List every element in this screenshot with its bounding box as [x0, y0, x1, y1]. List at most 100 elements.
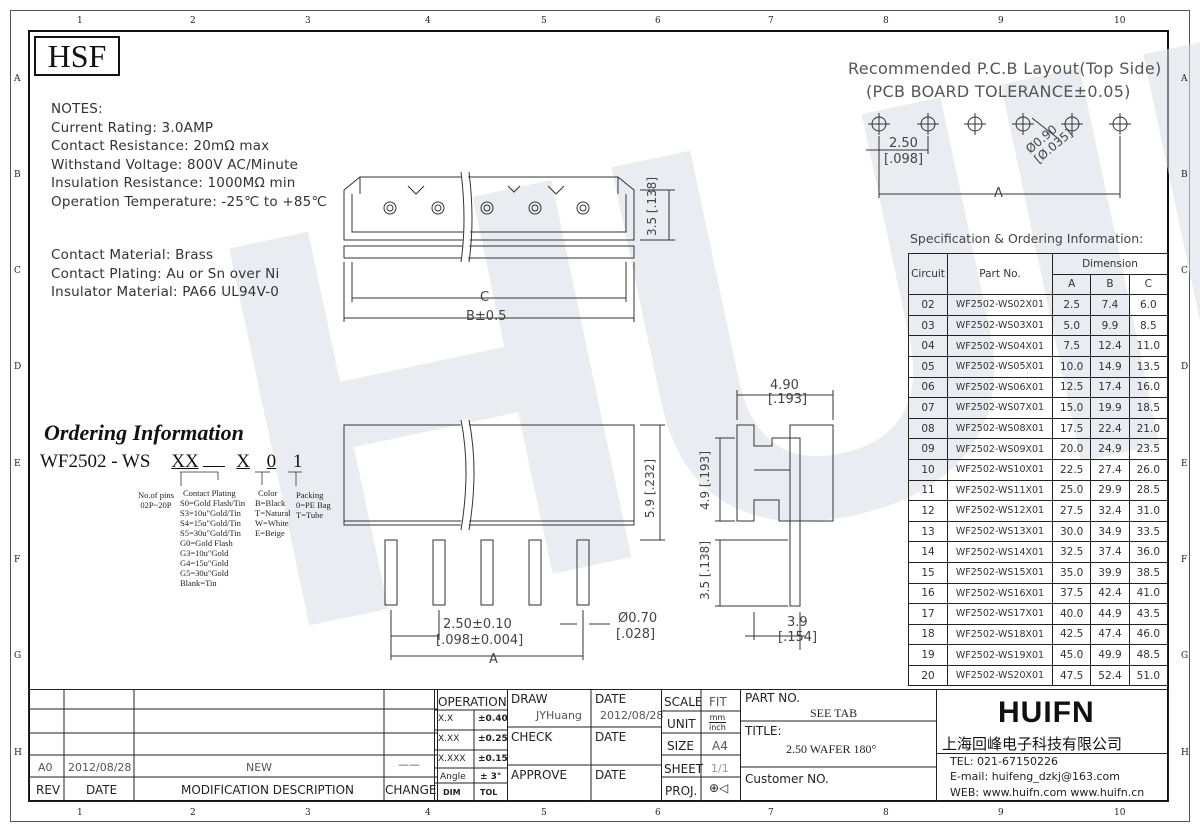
tol-val: ±0.25	[478, 734, 508, 744]
side-pin-h-inch: [.138]	[698, 540, 712, 578]
spec-part-no: WF2502-WS03X01	[947, 314, 1053, 337]
grid-col-label: 7	[768, 808, 774, 818]
grid-col-label: 2	[190, 16, 196, 26]
material-line: Contact Plating: Au or Sn over Ni	[51, 265, 280, 282]
side-foot-inch: [.154]	[778, 630, 818, 645]
spec-dim-b: 29.9	[1090, 479, 1130, 502]
company-name: 上海回峰电子科技有限公司	[942, 735, 1123, 753]
color-item: B=Black	[255, 498, 286, 508]
spec-dim-a: 2.5	[1051, 294, 1092, 316]
spec-dim-b: 9.9	[1090, 314, 1130, 337]
rev-change-value: ——	[398, 758, 420, 771]
grid-col-label: 10	[1114, 808, 1126, 818]
top-height-inch: [.138]	[645, 176, 659, 214]
unit-label: UNIT	[667, 717, 696, 731]
spec-header-dimension: Dimension	[1052, 253, 1168, 275]
ordering-prefix: WF2502 - WS	[40, 451, 151, 472]
hsf-logo: HSF	[34, 36, 120, 76]
revision-region	[28, 689, 438, 802]
grid-row-label: C	[1181, 266, 1188, 276]
pcb-layout-title: Recommended P.C.B Layout(Top Side)	[848, 59, 1162, 78]
notes-block: NOTES: Current Rating: 3.0AMP Contact Re…	[51, 100, 327, 212]
spec-part-no: WF2502-WS04X01	[947, 335, 1053, 357]
spec-circuit: 02	[908, 294, 948, 316]
plating-item: G5=30u"Gold	[180, 568, 229, 578]
grid-col-label: 3	[305, 808, 311, 818]
desc-header: MODIFICATION DESCRIPTION	[181, 783, 355, 797]
spec-dim-a: 25.0	[1051, 479, 1092, 502]
grid-row-label: D	[14, 362, 22, 372]
ordering-1: 1	[292, 451, 303, 472]
spec-circuit: 18	[908, 623, 948, 646]
spec-dim-c: 18.5	[1128, 397, 1169, 419]
spec-dim-c: 46.0	[1128, 623, 1169, 646]
pins-range: 02P~20P	[140, 500, 172, 510]
plating-item: Blank=Tin	[180, 578, 217, 588]
front-height-val: 5.9	[643, 498, 657, 518]
note-line: Withstand Voltage: 800V AC/Minute	[51, 156, 299, 173]
top-dim-b: B±0.5	[466, 309, 507, 324]
spec-part-no: WF2502-WS15X01	[947, 561, 1053, 584]
spec-dim-b: 39.9	[1090, 561, 1130, 584]
note-line: Contact Resistance: 20mΩ max	[51, 138, 270, 155]
ordering-plating: Contact Plating S0=Gold Flash/Tin S3=10u…	[180, 488, 245, 588]
spec-circuit: 12	[908, 500, 948, 522]
grid-col-label: 8	[883, 16, 889, 26]
spec-dim-a: 12.5	[1051, 376, 1092, 399]
spec-circuit: 07	[908, 397, 948, 419]
proj-label: PROJ.	[665, 784, 698, 798]
spec-dim-c: 26.0	[1128, 458, 1169, 481]
tol-val: ±0.40	[478, 714, 508, 724]
plating-item: S3=10u"Gold/Tin	[180, 508, 241, 518]
draw-date-label: DATE	[595, 692, 627, 706]
company-email: E-mail: huifeng_dzkj@163.com	[950, 770, 1120, 783]
spec-circuit: 10	[908, 458, 948, 481]
spec-dim-b: 44.9	[1090, 603, 1130, 625]
pcb-pitch-inch: [.098]	[884, 152, 924, 167]
company-region	[936, 689, 1169, 802]
rev-value: A0	[38, 761, 53, 774]
grid-row-label: D	[1181, 362, 1189, 372]
side-pin-h-val: 3.5	[698, 580, 712, 600]
spec-dim-a: 17.5	[1051, 417, 1092, 440]
front-pitch-inch: [.098±0.004]	[436, 633, 524, 648]
grid-col-label: 2	[190, 808, 196, 818]
spec-dim-c: 43.5	[1128, 603, 1169, 625]
ordering-x: X	[236, 451, 250, 472]
spec-part-no: WF2502-WS05X01	[947, 355, 1053, 378]
tol-label: TOL	[480, 788, 498, 797]
spec-dim-c: 6.0	[1128, 294, 1169, 316]
spec-part-no: WF2502-WS07X01	[947, 397, 1053, 419]
grid-row-label: A	[1181, 74, 1188, 84]
spec-header-c: C	[1128, 273, 1169, 296]
front-dim-a: A	[489, 652, 498, 667]
spec-dim-c: 33.5	[1128, 520, 1169, 543]
spec-dim-b: 17.4	[1090, 376, 1130, 399]
operation-label: OPERATION	[438, 695, 507, 709]
spec-dim-b: 7.4	[1090, 294, 1130, 316]
unit-value: mm inch	[709, 713, 726, 732]
title-label: TITLE:	[745, 724, 782, 738]
top-height-val: 3.5	[645, 216, 659, 236]
spec-dim-b: 52.4	[1090, 664, 1130, 687]
side-pin-h: 3.5 [.138]	[698, 541, 712, 600]
revision-grid	[28, 689, 438, 802]
spec-dim-b: 32.4	[1090, 500, 1130, 522]
grid-col-label: 9	[998, 16, 1004, 26]
spec-header-circuit: Circuit	[908, 252, 948, 296]
spec-part-no: WF2502-WS19X01	[947, 644, 1053, 666]
spec-title: Specification & Ordering Information:	[910, 231, 1144, 246]
grid-col-label: 1	[77, 16, 83, 26]
ordering-title: Ordering Information	[44, 420, 244, 445]
spec-part-no: WF2502-WS20X01	[947, 664, 1053, 687]
spec-circuit: 09	[908, 438, 948, 460]
spec-dim-b: 49.9	[1090, 644, 1130, 666]
spec-dim-c: 36.0	[1128, 541, 1169, 563]
